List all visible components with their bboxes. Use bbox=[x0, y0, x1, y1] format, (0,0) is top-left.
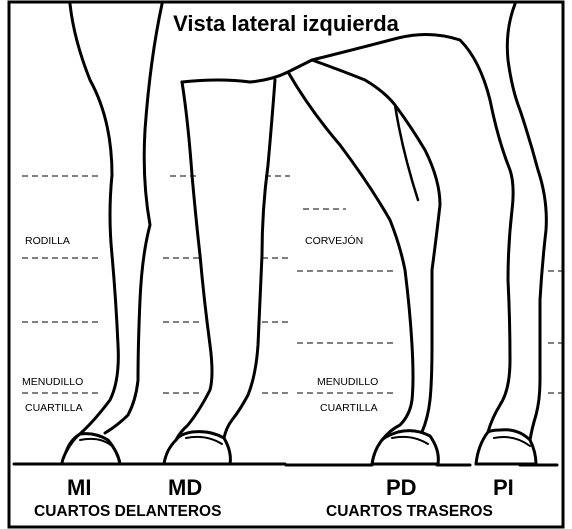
label-hind-pastern: CUARTILLA bbox=[320, 403, 378, 414]
label-hind-fetlock: MENUDILLO bbox=[317, 377, 378, 388]
leg-code-right-front: MD bbox=[168, 477, 202, 499]
leg-code-right-hind: PD bbox=[386, 477, 417, 499]
label-front-knee: RODILLA bbox=[25, 236, 70, 247]
hoof-right-hind bbox=[372, 431, 438, 464]
group-label-front: CUARTOS DELANTEROS bbox=[34, 504, 221, 520]
label-hind-hock: CORVEJÓN bbox=[305, 236, 363, 247]
label-front-fetlock: MENUDILLO bbox=[22, 377, 83, 388]
hoof-left-hind bbox=[476, 430, 536, 464]
leg-code-left-front: MI bbox=[67, 477, 91, 499]
label-front-pastern: CUARTILLA bbox=[25, 403, 83, 414]
leg-code-left-hind: PI bbox=[493, 477, 514, 499]
dashed-reference-lines bbox=[22, 176, 564, 393]
horse-outline bbox=[62, 4, 546, 464]
page-title: Vista lateral izquierda bbox=[0, 13, 572, 35]
leg-left-hind bbox=[398, 4, 546, 440]
leg-right-front bbox=[176, 80, 275, 440]
group-label-hind: CUARTOS TRASEROS bbox=[326, 504, 493, 520]
